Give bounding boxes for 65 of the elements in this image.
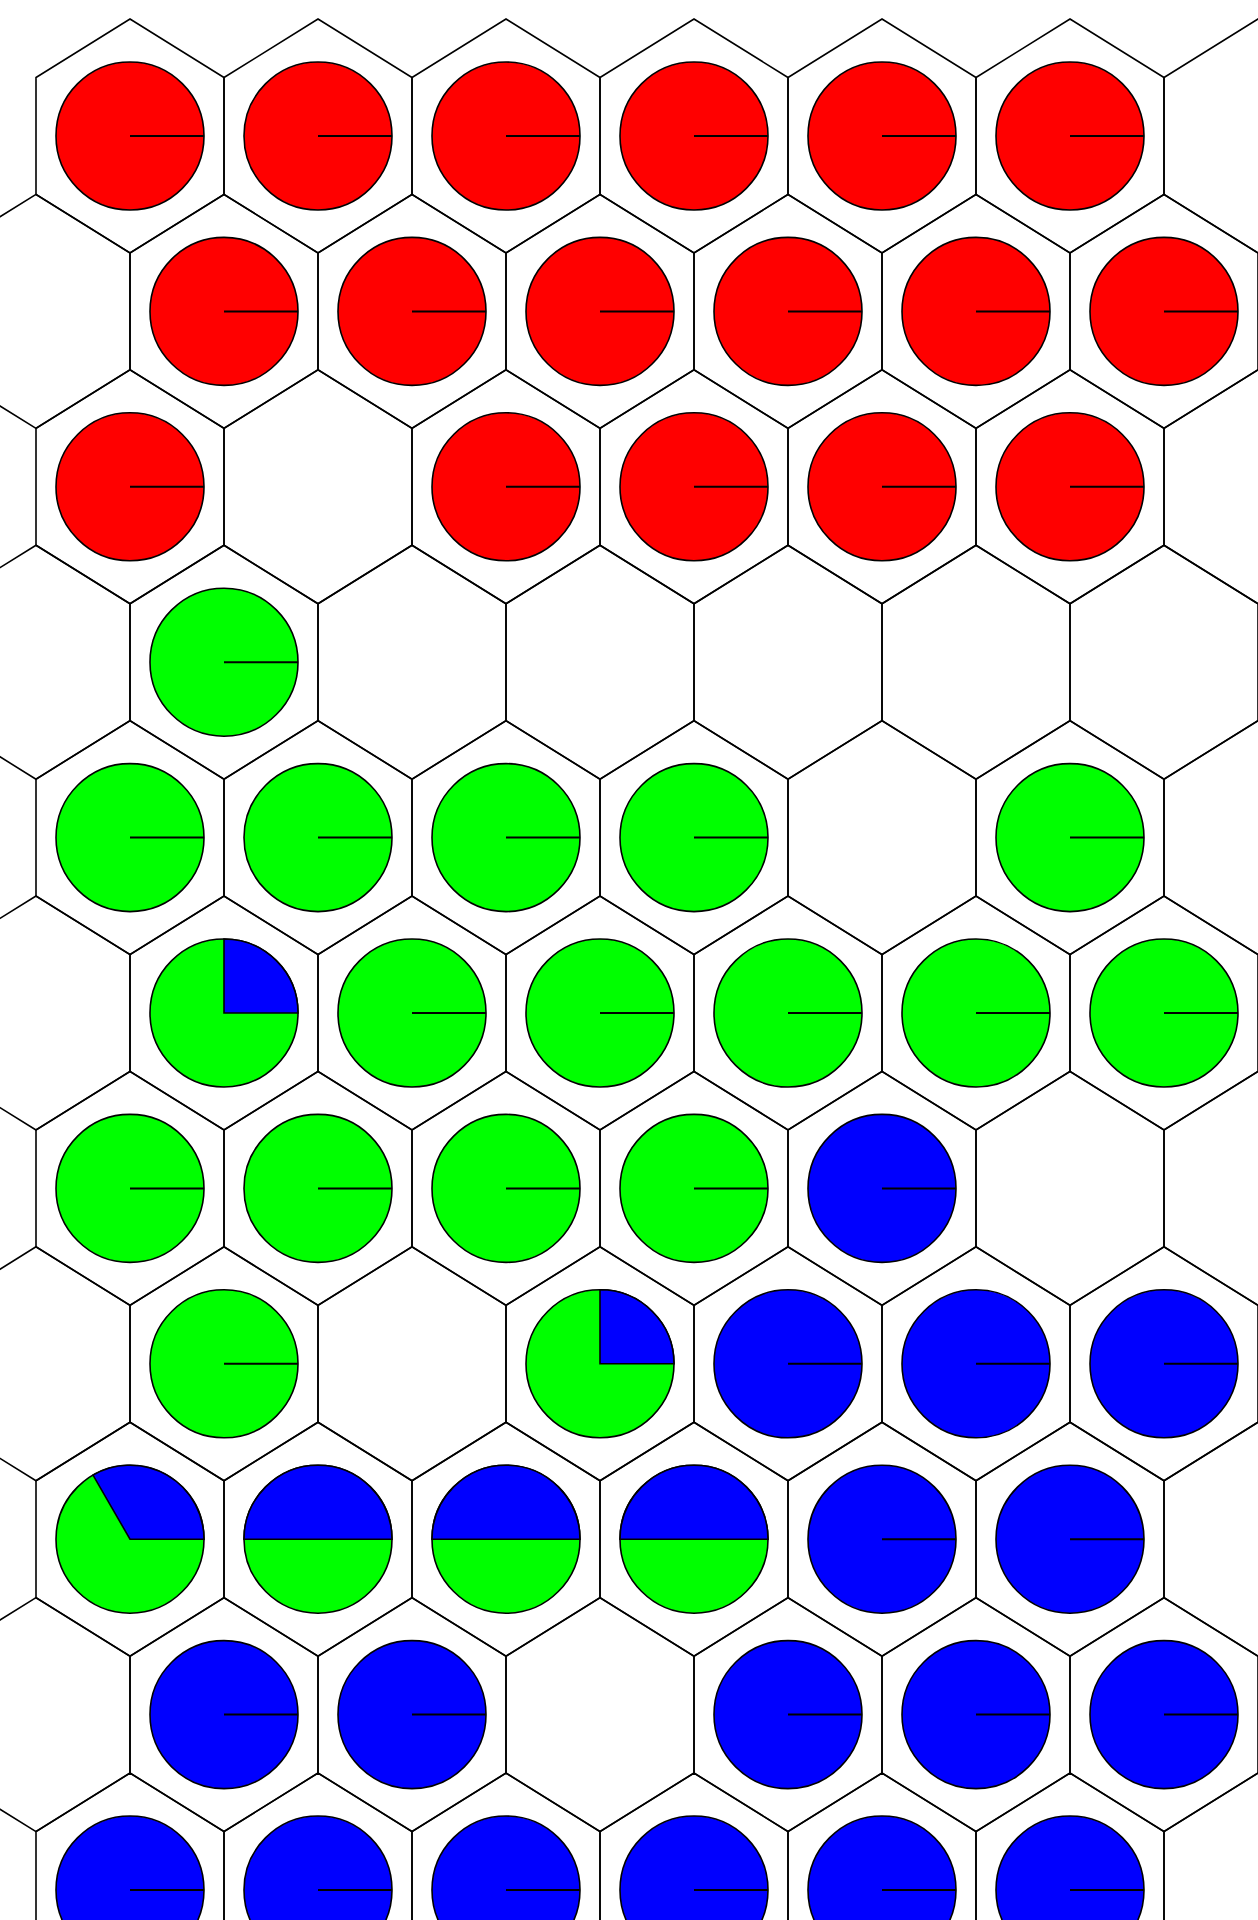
hex-cell	[599, 368, 789, 605]
hex-cell	[129, 1596, 319, 1833]
hex-cell	[35, 18, 225, 254]
hex-cell	[317, 544, 507, 781]
hex-cell	[35, 1070, 225, 1307]
hex-cell	[787, 1421, 977, 1658]
hex-cell	[411, 1421, 601, 1658]
hex-cell	[317, 1596, 507, 1833]
hex-cell	[317, 1245, 507, 1482]
hex-cell	[129, 895, 319, 1131]
hex-cell	[223, 1772, 413, 1920]
hex-cell	[599, 719, 789, 956]
hex-cell	[787, 719, 977, 956]
hex-cell	[411, 719, 601, 956]
hex-cell	[693, 193, 883, 430]
hex-cell	[881, 193, 1071, 430]
hex-cell	[223, 719, 413, 956]
hex-cell	[693, 1596, 883, 1833]
hex-cell	[129, 1245, 319, 1482]
hex-cell	[975, 1070, 1165, 1307]
hex-cell	[787, 1070, 977, 1307]
hex-cell	[975, 368, 1165, 605]
hex-cell	[881, 1245, 1071, 1482]
hex-cell	[881, 544, 1071, 781]
hex-cell	[505, 1245, 695, 1482]
hex-cell	[505, 1596, 695, 1833]
hex-cell	[1069, 193, 1258, 430]
hex-cell	[599, 1421, 789, 1658]
hex-cell	[129, 193, 319, 430]
hex-cell	[975, 1421, 1165, 1658]
hex-cell	[35, 719, 225, 956]
hex-cell	[411, 1070, 601, 1307]
hex-cell	[35, 1772, 225, 1920]
hex-cell	[505, 544, 695, 781]
hex-cell	[881, 895, 1071, 1131]
hex-cell	[693, 895, 883, 1131]
hex-cell	[1069, 1596, 1258, 1833]
hex-cell	[599, 1070, 789, 1307]
hex-cell	[317, 895, 507, 1131]
hex-cell	[223, 18, 413, 254]
hex-cell	[693, 544, 883, 781]
hex-cell	[411, 18, 601, 254]
hex-cell	[505, 193, 695, 430]
hex-cell	[505, 895, 695, 1131]
hex-cell	[223, 368, 413, 605]
hex-cell	[599, 18, 789, 254]
hex-cell	[1069, 1245, 1258, 1482]
hex-cell	[35, 368, 225, 605]
hex-cell	[975, 18, 1165, 254]
hex-cell	[411, 1772, 601, 1920]
hex-cell	[223, 1070, 413, 1307]
hex-cell	[35, 1421, 225, 1658]
hex-cell	[787, 368, 977, 605]
hex-cell	[1069, 895, 1258, 1131]
hex-cell	[223, 1421, 413, 1658]
hex-cell	[411, 368, 601, 605]
hex-cell	[317, 193, 507, 430]
hex-cell	[599, 1772, 789, 1920]
hex-cell	[787, 1772, 977, 1920]
hex-cell	[129, 544, 319, 781]
hex-cell	[787, 18, 977, 254]
hex-cell	[975, 1772, 1165, 1920]
hex-cell	[693, 1245, 883, 1482]
hex-cell	[1069, 544, 1258, 781]
hex-cell	[975, 719, 1165, 956]
